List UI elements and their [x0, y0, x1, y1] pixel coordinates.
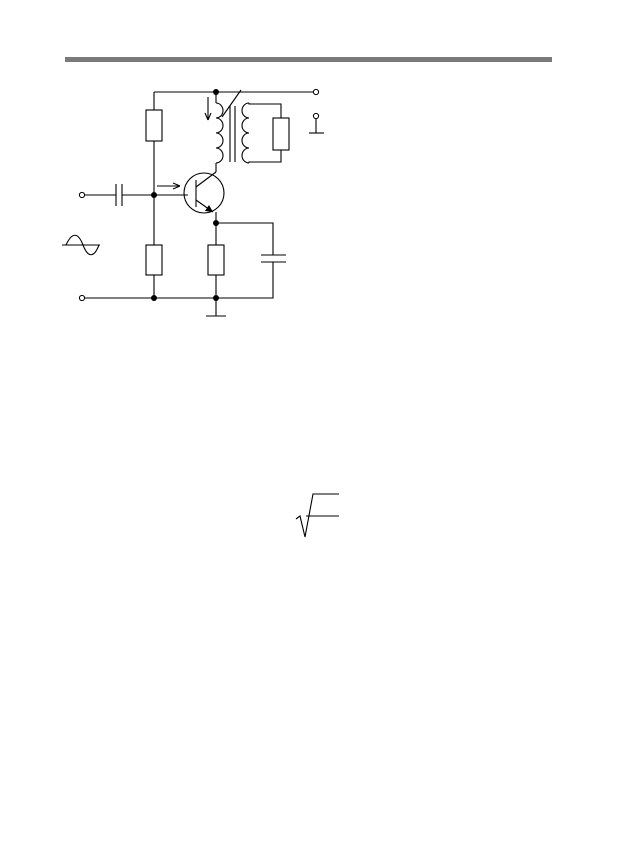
- supply-ground-terminal[interactable]: [312, 112, 320, 120]
- transistor-body: [183, 172, 225, 214]
- ground-terminal[interactable]: [78, 294, 86, 302]
- bias-resistor-top: [145, 109, 163, 142]
- junction-dot: [213, 89, 219, 95]
- load-resistor: [272, 117, 290, 151]
- transformer-adjust-slash: [221, 89, 242, 118]
- transformer-secondary-winding: [241, 102, 250, 164]
- collector-current-arrowhead: [204, 112, 212, 121]
- input-terminal[interactable]: [78, 191, 86, 199]
- supply-terminal[interactable]: [312, 88, 320, 96]
- wire: [216, 222, 274, 255]
- ac-source-sine-icon: [65, 234, 100, 256]
- transistor-emitter-arrow: [205, 205, 213, 212]
- square-root-radical: [295, 493, 339, 538]
- wire: [248, 150, 282, 163]
- header-rule: [65, 57, 552, 62]
- base-current-arrowhead: [172, 182, 181, 190]
- wire: [248, 103, 282, 118]
- bias-resistor-bottom: [145, 244, 163, 276]
- wire: [216, 262, 274, 299]
- emitter-resistor: [207, 244, 225, 276]
- transistor-collector: [195, 171, 217, 188]
- junction-dot: [151, 295, 157, 301]
- transformer-primary-winding: [215, 102, 224, 164]
- junction-dot: [151, 192, 157, 198]
